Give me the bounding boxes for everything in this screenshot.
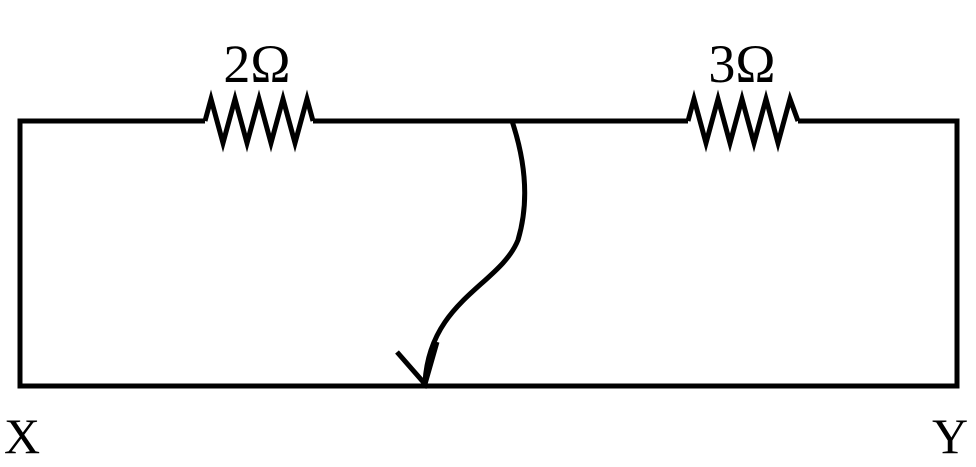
- terminal-y-label: Y: [932, 408, 968, 464]
- left-wire: [17, 118, 425, 389]
- arrow-head-icon: [395, 341, 440, 390]
- terminal-x-label: X: [4, 408, 40, 464]
- resistor-3-ohm-label: 3Ω: [708, 34, 775, 94]
- resistor-2-ohm-symbol: [202, 89, 316, 153]
- resistor-3-ohm-symbol: [685, 89, 801, 153]
- connecting-arrow: [422, 120, 528, 383]
- right-wire: [425, 118, 960, 389]
- resistor-2-ohm-label: 2Ω: [223, 34, 290, 94]
